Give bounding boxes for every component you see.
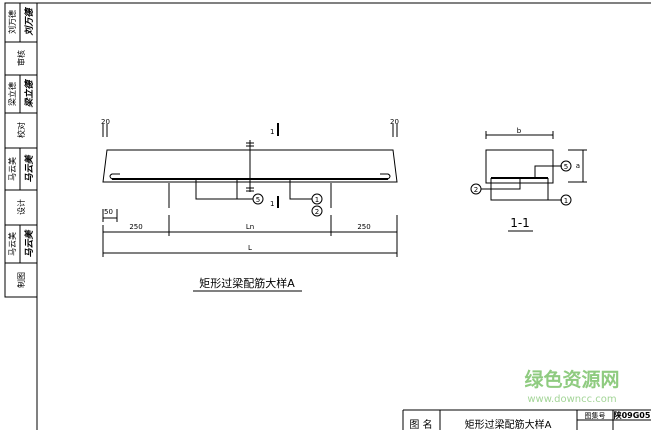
watermark-name: 绿色资源网 — [524, 368, 619, 391]
section-mark-bottom: 1 — [270, 200, 274, 208]
dim-l: L — [248, 244, 252, 252]
callout-5-label: 5 — [256, 196, 260, 204]
dim-20-left: 20 — [101, 118, 110, 126]
section-1-1: b a 5 2 1 1-1 — [470, 127, 587, 232]
beam-elevation: 1 1 5 1 2 20 20 50 250 Ln 250 L 矩形过梁配筋大样… — [101, 118, 399, 292]
callout-1-label: 1 — [315, 196, 319, 204]
designer-name: 马云美 — [7, 157, 17, 181]
section-title: 1-1 — [510, 216, 530, 230]
rebar-hook-right — [380, 173, 391, 180]
drawing-name-value: 矩形过梁配筋大样A — [465, 418, 552, 430]
dim-a: a — [576, 162, 580, 170]
section-callout-1: 1 — [564, 197, 568, 205]
dim-b: b — [517, 127, 522, 135]
callout-1 — [311, 193, 323, 205]
review-label: 审核 — [16, 50, 26, 66]
designer-signature: 马云美 — [24, 155, 35, 183]
section-callout-2: 2 — [474, 186, 478, 194]
dim-50: 50 — [104, 208, 113, 216]
beam-outline — [102, 149, 398, 183]
watermark-url: www.downcc.com — [527, 394, 616, 405]
callout-5 — [252, 193, 264, 205]
check-label: 校对 — [16, 122, 26, 138]
drafter-signature: 马云美 — [24, 230, 35, 258]
dim-20-right: 20 — [390, 118, 399, 126]
atlas-number-value: 陕09G05 — [614, 410, 651, 420]
checker-signature: 梁立德 — [24, 79, 35, 109]
section-mark-top: 1 — [270, 128, 274, 136]
elevation-caption: 矩形过梁配筋大样A — [199, 276, 295, 290]
drafter-name: 马云美 — [7, 232, 17, 256]
checker-name: 梁立德 — [7, 82, 17, 106]
reviewer-signature: 刘万德 — [24, 7, 35, 36]
drafting-label: 制图 — [16, 272, 26, 288]
drawing-name-label: 图 名 — [409, 418, 432, 430]
title-block: 图 名 矩形过梁配筋大样A 图集号 陕09G05 — [402, 409, 651, 430]
dim-250-left: 250 — [129, 223, 142, 231]
reviewer-name: 刘万德 — [7, 10, 17, 34]
design-label: 设计 — [16, 199, 26, 215]
dim-ln: Ln — [246, 223, 254, 231]
rebar-hook-left — [109, 173, 120, 180]
callout-2-label: 2 — [315, 208, 319, 216]
section-callout-5: 5 — [564, 163, 568, 171]
callout-2 — [311, 205, 323, 217]
signature-column: 刘万德 刘万德 审核 梁立德 梁立德 校对 马云美 马云美 设计 马云美 马云美… — [4, 2, 38, 298]
dim-250-right: 250 — [357, 223, 370, 231]
atlas-number-label: 图集号 — [585, 411, 606, 420]
